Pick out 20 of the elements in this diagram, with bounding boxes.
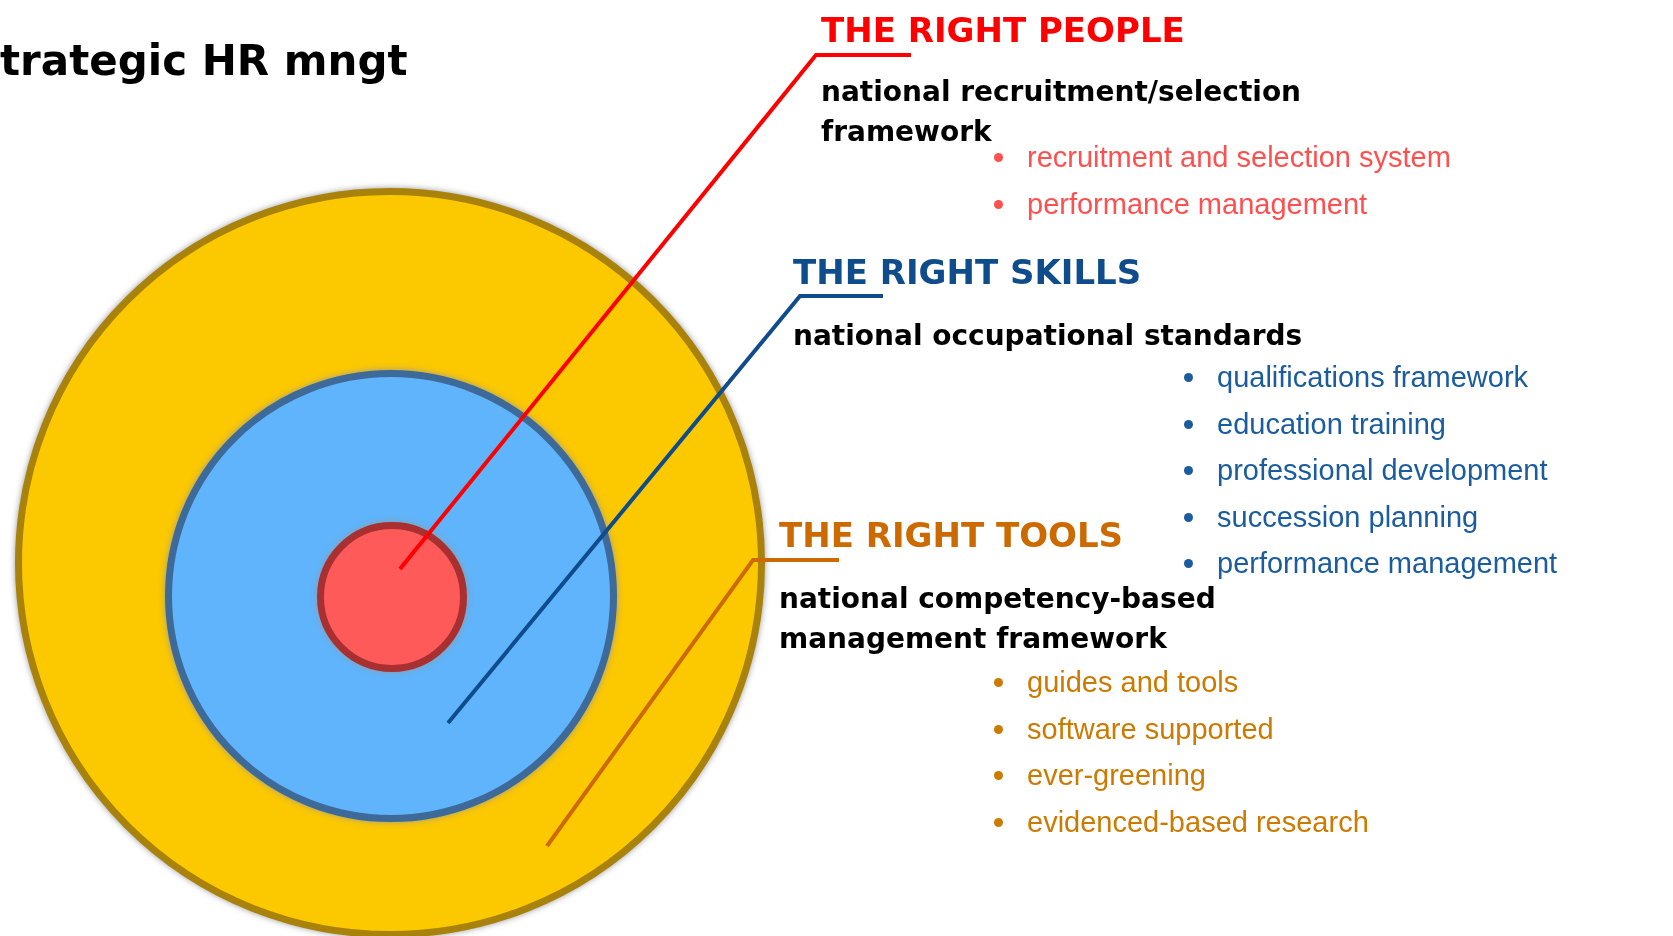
section-heading: THE RIGHT SKILLS [793,252,1142,292]
leader-line [545,558,839,848]
bullet-item: guides and tools [1027,666,1239,698]
bullet-item: qualifications framework [1217,361,1529,393]
bullet-item: education training [1217,407,1446,440]
title: trategic HR mngt [0,36,408,85]
bullet-item: evidenced-based research [1027,805,1369,838]
bullet-item: software supported [1027,712,1274,745]
bullet-item: performance management [1027,187,1368,220]
section-heading: THE RIGHT PEOPLE [821,10,1185,50]
section-heading: THE RIGHT TOOLS [779,515,1124,555]
bullet-item: succession planning [1217,500,1479,533]
section-subheading: national competency-based management framework [779,581,1217,657]
section-subheading: national occupational standards [793,318,1304,354]
bullet-item: performance management [1217,547,1558,579]
bullet-item: professional development [1217,454,1548,486]
leader-line [398,53,911,571]
leader-line [446,294,883,725]
bullet-item: recruitment and selection system [1027,141,1451,173]
bullet-item: ever-greening [1027,759,1206,791]
